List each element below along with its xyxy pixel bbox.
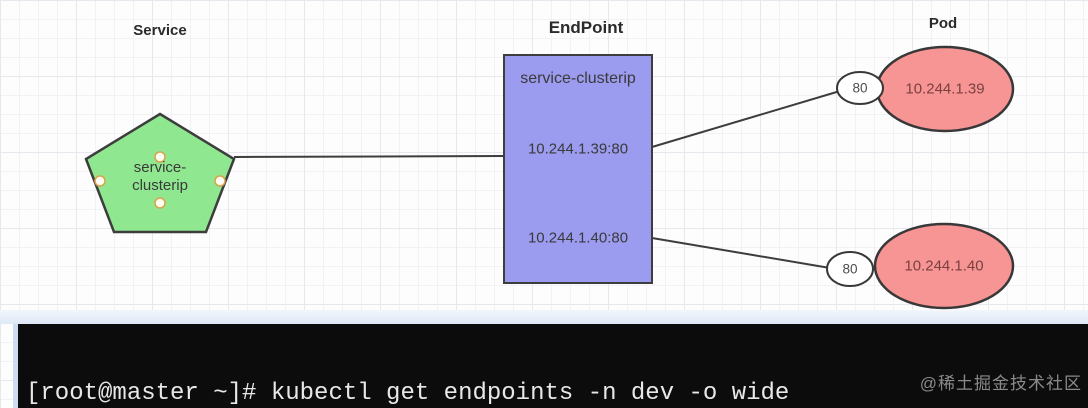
connector-service-to-endpoint	[233, 155, 505, 158]
service-node-label-line2: clusterip	[132, 177, 188, 194]
endpoint-node-title: service-clusterip	[520, 70, 636, 87]
service-pentagon-shape[interactable]	[84, 112, 236, 234]
handle-left-icon[interactable]	[94, 175, 106, 187]
service-connection-handles	[94, 151, 226, 209]
handle-top-icon[interactable]	[154, 151, 166, 163]
pod2-ip-label: 10.244.1.40	[904, 257, 984, 275]
pod-column-header: Pod	[928, 15, 958, 32]
handle-right-icon[interactable]	[214, 175, 226, 187]
connector-endpoint-to-pod2	[651, 237, 831, 269]
terminal-left-edge-highlight	[13, 324, 18, 408]
pod2-port-label: 80	[842, 261, 858, 277]
endpoint-address-row1: 10.244.1.39:80	[527, 140, 629, 158]
handle-bottom-icon[interactable]	[154, 197, 166, 209]
service-node-label: service- clusterip	[132, 159, 188, 195]
terminal-window[interactable]: [root@master ~]# kubectl get endpoints -…	[18, 324, 1088, 408]
pod2-ellipse-shape[interactable]	[873, 222, 1015, 310]
window-edge-highlight	[0, 310, 1088, 324]
watermark-text: @稀土掘金技术社区	[919, 374, 1082, 393]
pod1-port-badge-shape[interactable]	[836, 71, 884, 105]
endpoint-column-header: EndPoint	[548, 18, 624, 37]
pod1-ip-label: 10.244.1.39	[905, 80, 985, 98]
terminal-prompt-line: [root@master ~]# kubectl get endpoints -…	[26, 380, 790, 407]
endpoint-address-row2: 10.244.1.40:80	[527, 229, 629, 247]
service-column-header: Service	[133, 22, 187, 39]
endpoint-rectangle-shape[interactable]	[503, 54, 653, 284]
service-node-label-line1: service-	[133, 159, 187, 176]
pod2-port-badge-shape[interactable]	[826, 251, 874, 287]
pod1-port-label: 80	[852, 80, 868, 96]
connector-endpoint-to-pod1	[651, 90, 841, 148]
